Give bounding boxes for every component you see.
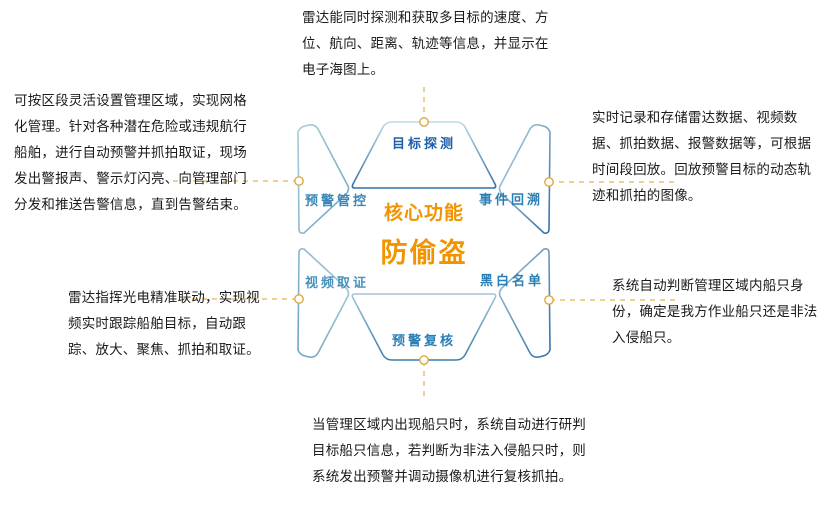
- annotation-bottom-left: 雷达指挥光电精准联动，实现视频实时跟踪船舶目标，自动跟踪、放大、聚焦、抓拍和取证…: [68, 290, 260, 357]
- annotation-top-right: 实时记录和存储雷达数据、视频数据、抓拍数据、报警数据等，可根据时间段回放。回放预…: [592, 110, 812, 203]
- petal-video-evidence[interactable]: 视频取证: [297, 248, 369, 358]
- petal-label-alarm-control: 预警管控: [305, 193, 369, 208]
- petal-label-event-review: 事件回溯: [479, 192, 543, 207]
- connector-node-top-left: [294, 176, 304, 186]
- core-title-line1: 核心功能: [384, 201, 464, 224]
- petal-shape-bottom: [351, 293, 497, 361]
- petal-alarm-control[interactable]: 预警管控: [297, 124, 369, 234]
- connector-node-bottom-left: [294, 294, 304, 304]
- annotation-top-left: 可按区段灵活设置管理区域，实现网格化管理。针对各种潜在危险或违规航行船舶，进行自…: [14, 93, 247, 212]
- petal-event-review[interactable]: 事件回溯: [479, 124, 551, 234]
- annotation-bottom: 当管理区域内出现船只时，系统自动进行研判目标船只信息，若判断为非法入侵船只时，则…: [312, 417, 586, 484]
- petal-label-alarm-recheck: 预警复核: [392, 333, 456, 348]
- core-title-line2: 防偷盗: [381, 237, 468, 268]
- core-text: 核心功能 防偷盗: [381, 201, 468, 268]
- connector-nodes: [294, 117, 554, 365]
- petal-shape-top: [351, 121, 497, 189]
- petal-shape-bottom-right: [498, 248, 551, 358]
- connector-node-top: [419, 117, 429, 127]
- petal-label-target-detection: 目标探测: [392, 136, 456, 151]
- connector-lines: [168, 84, 678, 399]
- petal-shape-top-left: [297, 124, 350, 234]
- petal-target-detection[interactable]: 目标探测: [351, 121, 497, 189]
- petal-black-white-list[interactable]: 黑白名单: [480, 248, 551, 358]
- connector-node-bottom-right: [544, 295, 554, 305]
- annotation-top: 雷达能同时探测和获取多目标的速度、方位、航向、距离、轨迹等信息，并显示在电子海图…: [302, 10, 549, 77]
- annotation-bottom-right: 系统自动判断管理区域内船只身份，确定是我方作业船只还是非法入侵船只。: [612, 278, 818, 345]
- petal-label-black-white-list: 黑白名单: [480, 273, 544, 288]
- connector-node-bottom: [419, 355, 429, 365]
- petal-label-video-evidence: 视频取证: [305, 275, 369, 290]
- petal-shape-top-right: [498, 124, 551, 234]
- connector-node-top-right: [544, 177, 554, 187]
- petal-shape-bottom-left: [297, 248, 350, 358]
- petal-alarm-recheck[interactable]: 预警复核: [351, 293, 497, 361]
